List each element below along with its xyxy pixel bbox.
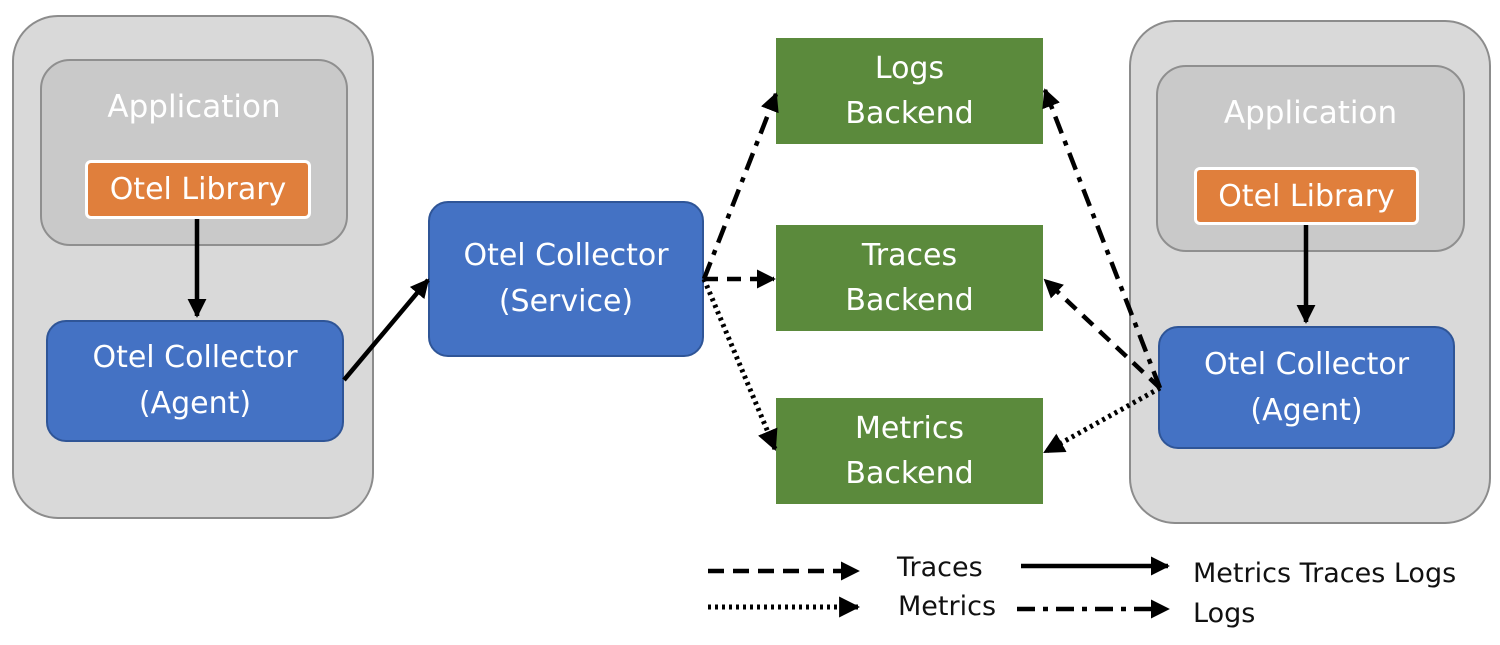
right-collector-line1: Otel Collector bbox=[1203, 346, 1410, 382]
left-collector-line1: Otel Collector bbox=[92, 340, 298, 375]
traces-backend: Traces Backend bbox=[776, 225, 1043, 331]
left-otel-collector-agent: Otel Collector (Agent) bbox=[46, 320, 344, 442]
metrics-backend: Metrics Backend bbox=[776, 398, 1043, 504]
logs-backend: Logs Backend bbox=[776, 38, 1043, 144]
logs-backend-line1: Logs bbox=[874, 51, 945, 86]
right-collector-line2: (Agent) bbox=[1250, 392, 1363, 428]
logs-backend-line2: Backend bbox=[845, 96, 974, 131]
arrow-service-to-logs bbox=[701, 92, 779, 280]
traces-backend-line2: Backend bbox=[845, 283, 974, 318]
right-otel-collector-agent: Otel Collector (Agent) bbox=[1158, 326, 1455, 449]
arrow-left-agent-to-service bbox=[342, 278, 430, 382]
left-otel-library: Otel Library bbox=[85, 160, 311, 219]
legend-logs-label: Logs bbox=[1193, 598, 1256, 629]
arrow-right-agent-to-logs bbox=[1042, 88, 1163, 389]
legend-metrics-label: Metrics bbox=[898, 591, 997, 622]
arrow-right-agent-to-metrics bbox=[1043, 385, 1162, 455]
service-collector-line2: (Service) bbox=[498, 284, 634, 319]
left-collector-line2: (Agent) bbox=[138, 386, 252, 421]
traces-backend-line1: Traces bbox=[861, 238, 958, 273]
arrow-service-to-metrics bbox=[701, 278, 778, 451]
arrow-right-agent-to-traces bbox=[1043, 278, 1162, 390]
left-application-label: Application bbox=[107, 89, 281, 125]
right-application-label: Application bbox=[1223, 95, 1398, 131]
otel-collector-service: Otel Collector (Service) bbox=[428, 201, 704, 357]
legend-all-label: Metrics Traces Logs bbox=[1193, 558, 1457, 589]
right-otel-library: Otel Library bbox=[1194, 167, 1419, 225]
metrics-backend-line1: Metrics bbox=[855, 411, 964, 446]
metrics-backend-line2: Backend bbox=[845, 456, 974, 491]
legend-traces-label: Traces bbox=[897, 552, 983, 583]
service-collector-line1: Otel Collector bbox=[463, 238, 669, 273]
